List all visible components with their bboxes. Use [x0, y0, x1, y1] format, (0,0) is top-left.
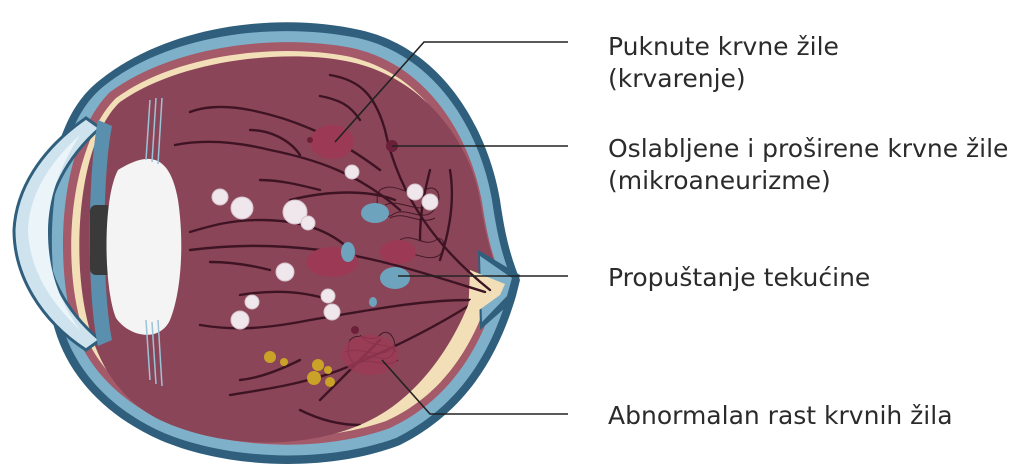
annotation-labels: Puknute krvne žile (krvarenje) Oslabljen… — [608, 32, 1008, 430]
lens — [107, 159, 182, 335]
label-hemorrhage-line2: (krvarenje) — [608, 64, 746, 93]
label-microaneurysm-line1: Oslabljene i proširene krvne žile — [608, 134, 1008, 163]
label-leakage: Propuštanje tekućine — [608, 263, 870, 292]
label-neovascularization: Abnormalan rast krvnih žila — [608, 401, 953, 430]
label-hemorrhage-line1: Puknute krvne žile — [608, 32, 839, 61]
label-microaneurysm-line2: (mikroaneurizme) — [608, 166, 831, 195]
